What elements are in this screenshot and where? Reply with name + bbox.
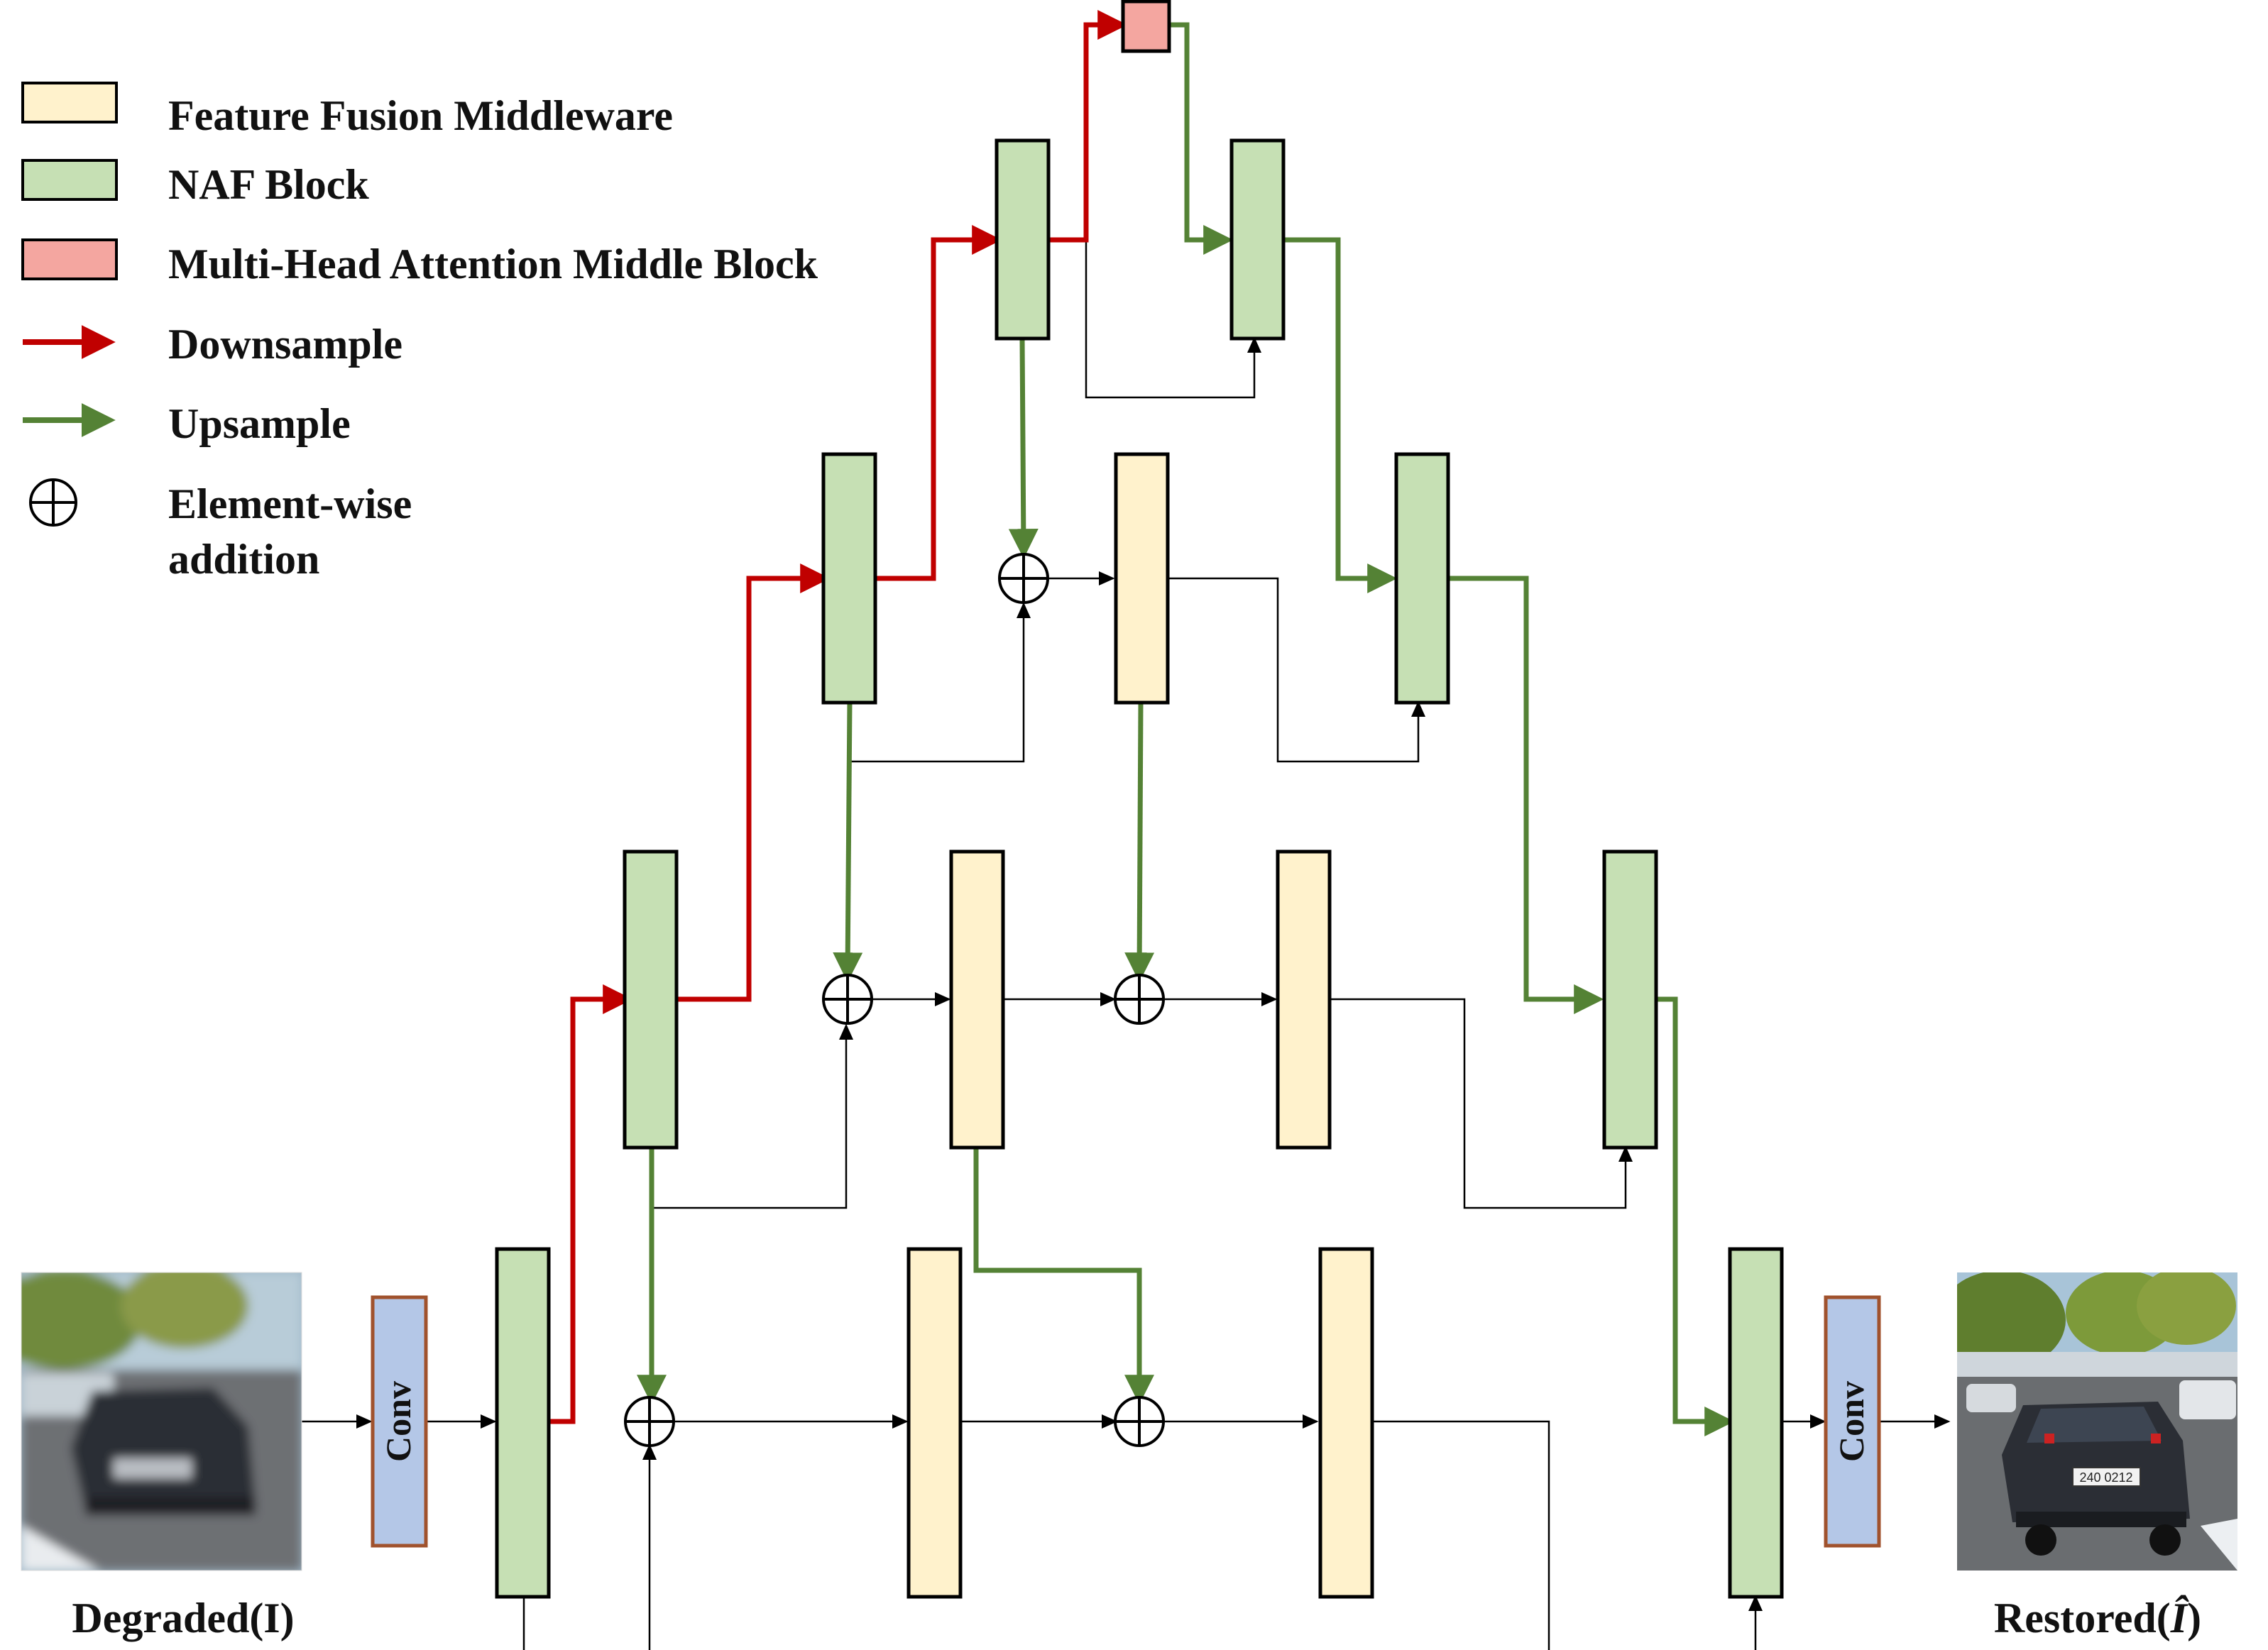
downsample-1 — [549, 984, 633, 1424]
upsample-ffm-l3-to-add-l2b — [1124, 702, 1155, 983]
upsample-dec-naf2-to-dec-naf1 — [1654, 996, 1735, 1436]
add-node-l3 — [998, 553, 1049, 604]
output-caption-suffix: ) — [2187, 1595, 2201, 1641]
legend-add-label-2: addition — [168, 536, 319, 583]
naf-block-enc-3 — [821, 452, 877, 705]
conv-block-in: Conv — [371, 1295, 428, 1548]
ffm-block-l2a — [949, 849, 1005, 1150]
legend: Feature Fusion Middleware NAF Block Mult… — [21, 82, 818, 583]
skip-naf1-to-add — [522, 1443, 657, 1650]
output-caption: Restored(Î) — [1994, 1595, 2201, 1641]
skip-ffm-l1-to-dec-naf1 — [1371, 1420, 1763, 1650]
skip-naf4-to-dec-naf4 — [1085, 240, 1261, 399]
skip-ffm-l2-to-dec-naf2 — [1329, 998, 1633, 1209]
naf-block-enc-1 — [495, 1247, 551, 1599]
ffm-block-l3 — [1114, 452, 1170, 705]
output-caption-symbol: Î — [2170, 1595, 2189, 1641]
input-image — [21, 1272, 302, 1571]
add-node-l2a — [822, 974, 873, 1025]
downsample-4 — [1048, 10, 1128, 243]
upsample-dec-naf3-to-dec-naf2 — [1448, 576, 1604, 1014]
add-node-l2b — [1114, 974, 1165, 1025]
skip-ffm-l3-to-dec-naf3 — [1168, 577, 1425, 763]
upsample-ffm-l2-to-add-l1b — [973, 1148, 1154, 1405]
skip-naf2-to-add-l2 — [650, 1023, 853, 1209]
add-node-l1b — [1114, 1396, 1165, 1447]
output-image: 240 0212 — [1957, 1272, 2237, 1571]
legend-downsample-label: Downsample — [168, 321, 402, 368]
naf-block-dec-4 — [1229, 138, 1286, 341]
naf-blocks — [495, 138, 1784, 1599]
upsample-dec-naf4-to-dec-naf3 — [1283, 237, 1398, 593]
ffm-blocks — [906, 452, 1374, 1599]
legend-add-label-1: Element-wise — [168, 480, 412, 527]
mha-middle-block — [1121, 0, 1171, 53]
upsample-mha-to-dec-naf4 — [1169, 22, 1234, 255]
ffm-block-l1b — [1318, 1247, 1374, 1599]
legend-ffm-label: Feature Fusion Middleware — [168, 92, 673, 139]
legend-ffm-swatch — [21, 82, 118, 123]
naf-block-enc-2 — [623, 849, 679, 1150]
naf-block-enc-4 — [995, 138, 1051, 341]
legend-add-icon — [29, 478, 77, 527]
legend-naf-swatch — [21, 159, 118, 201]
upsample-naf4-to-add-l3 — [1008, 338, 1039, 559]
add-node-l1a — [624, 1396, 675, 1447]
legend-naf-label: NAF Block — [168, 161, 369, 208]
conv-in-label: Conv — [378, 1381, 418, 1462]
ffm-block-l2b — [1276, 849, 1332, 1150]
downsample-2 — [676, 563, 831, 1002]
output-plate-text: 240 0212 — [2079, 1470, 2132, 1485]
legend-upsample-label: Upsample — [168, 400, 351, 447]
add-nodes — [624, 553, 1165, 1447]
input-caption: Degraded(I) — [72, 1595, 294, 1641]
upsample-naf3-to-add-l2 — [833, 702, 863, 983]
legend-mha-swatch — [21, 238, 118, 280]
naf-block-dec-2 — [1602, 849, 1658, 1150]
legend-mha-label: Multi-Head Attention Middle Block — [168, 241, 818, 287]
conv-out-label: Conv — [1831, 1381, 1871, 1462]
downsample-3 — [875, 225, 1002, 581]
conv-block-out: Conv — [1824, 1295, 1881, 1548]
downsample-paths — [549, 10, 1128, 1424]
naf-block-dec-3 — [1394, 452, 1450, 705]
ffm-block-l1a — [906, 1247, 963, 1599]
upsample-paths — [637, 22, 1735, 1436]
output-caption-prefix: Restored( — [1994, 1595, 2171, 1641]
naf-block-dec-1 — [1728, 1247, 1784, 1599]
